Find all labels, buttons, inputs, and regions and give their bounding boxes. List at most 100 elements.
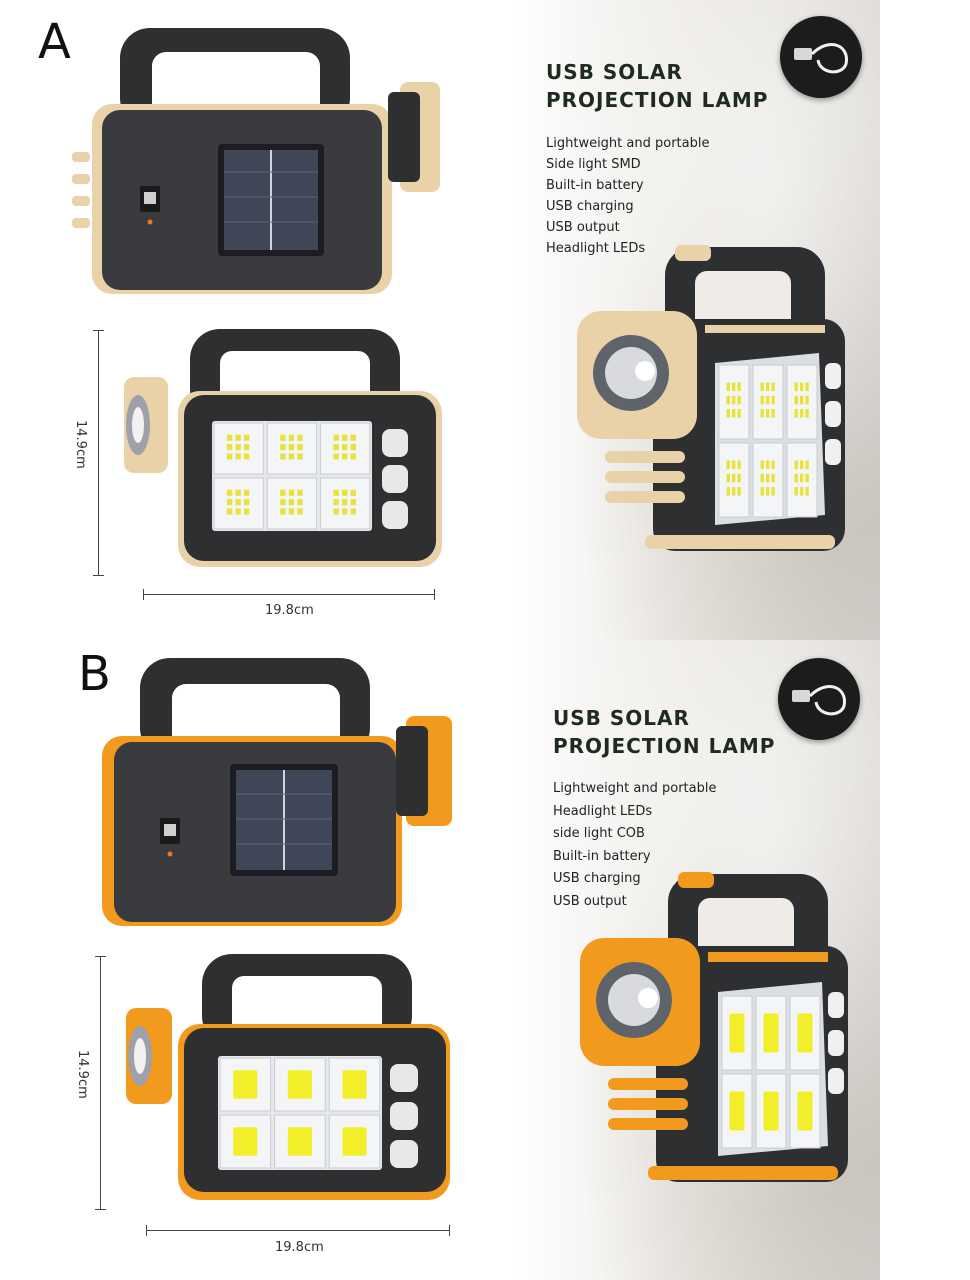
smd-chip — [226, 489, 233, 496]
smd-chip — [333, 508, 339, 515]
smd-chip — [243, 434, 250, 441]
smd-chip — [731, 409, 736, 418]
smd-chip — [288, 453, 295, 460]
smd-chip — [726, 409, 730, 418]
smd-chip — [805, 487, 809, 496]
smd-chip — [765, 395, 770, 405]
smd-chip — [731, 460, 736, 470]
smd-chip — [243, 444, 250, 451]
cob-chip — [342, 1070, 367, 1099]
smd-chip — [350, 444, 356, 451]
smd-chip — [288, 499, 295, 506]
cob-chip — [763, 1091, 779, 1131]
smd-chip — [226, 444, 233, 451]
lamp-front-image — [126, 954, 450, 1200]
dimension-tick — [143, 589, 144, 600]
height-dimension-label: 14.9cm — [75, 1050, 90, 1099]
dimension-tick — [93, 575, 104, 576]
smd-chip — [288, 444, 295, 451]
smd-chip — [771, 487, 775, 496]
feature-item: side light COB — [553, 826, 645, 841]
smd-chip — [794, 473, 798, 483]
smd-chip — [342, 434, 348, 441]
smd-chip — [280, 444, 286, 451]
feature-item: Headlight LEDs — [546, 241, 646, 256]
smd-chip — [342, 453, 348, 460]
smd-chip — [760, 460, 764, 470]
smd-chip — [280, 508, 286, 515]
smd-chip — [726, 460, 730, 470]
dimension-tick — [95, 956, 106, 957]
smd-chip — [280, 434, 286, 441]
product-headline: USB SOLAR PROJECTION LAMP — [546, 58, 768, 114]
height-dimension-line — [98, 330, 99, 576]
smd-chip — [342, 508, 348, 515]
smd-chip — [297, 489, 303, 496]
smd-chip — [771, 460, 775, 470]
usb-cable-icon — [778, 658, 860, 740]
feature-item: USB output — [546, 220, 620, 235]
smd-chip — [760, 409, 764, 418]
panel-label: B — [78, 646, 111, 702]
smd-chip — [342, 499, 348, 506]
feature-item: Headlight LEDs — [553, 803, 653, 819]
smd-chip — [805, 473, 809, 483]
smd-chip — [771, 395, 775, 405]
feature-item: USB charging — [553, 871, 641, 886]
smd-chip — [799, 473, 804, 483]
smd-chip — [226, 453, 233, 460]
smd-chip — [226, 508, 233, 515]
panel-a: A — [38, 0, 880, 640]
smd-chip — [737, 382, 741, 392]
width-dimension-label: 19.8cm — [265, 603, 314, 618]
usb-port-icon — [140, 186, 160, 225]
cob-chip — [763, 1013, 779, 1053]
smd-chip — [760, 487, 764, 496]
smd-chip — [226, 499, 233, 506]
smd-chip — [280, 453, 286, 460]
cob-chip — [233, 1070, 258, 1099]
smd-chip — [235, 453, 241, 460]
smd-chip — [731, 487, 736, 496]
smd-chip — [243, 499, 250, 506]
headlight-icon — [124, 377, 168, 473]
smd-chip — [280, 499, 286, 506]
dimension-tick — [449, 1225, 450, 1236]
smd-chip — [333, 499, 339, 506]
smd-chip — [350, 434, 356, 441]
smd-chip — [243, 453, 250, 460]
width-dimension-line — [146, 1230, 450, 1231]
smd-chip — [799, 460, 804, 470]
feature-list: Lightweight and portable Side light SMD … — [546, 133, 709, 259]
smd-chip — [771, 473, 775, 483]
smd-chip — [235, 499, 241, 506]
cob-chip — [797, 1013, 813, 1053]
smd-chip — [805, 409, 809, 418]
smd-chip — [799, 382, 804, 392]
smd-chip — [794, 382, 798, 392]
feature-item: Built-in battery — [553, 848, 651, 864]
feature-item: USB charging — [546, 199, 634, 214]
height-dimension-line — [100, 956, 101, 1210]
solar-panel-icon — [230, 764, 338, 876]
smd-chip — [235, 489, 241, 496]
smd-chip — [297, 434, 303, 441]
smd-chip — [737, 487, 741, 496]
headline-line-1: USB SOLAR — [546, 60, 683, 84]
lamp-solar-side-image — [72, 28, 440, 294]
headline-line-2: PROJECTION LAMP — [546, 88, 769, 112]
usb-port-icon — [160, 818, 180, 857]
smd-chip — [350, 453, 356, 460]
smd-chip — [235, 508, 241, 515]
cob-chip — [729, 1013, 745, 1053]
smd-chip — [333, 444, 339, 451]
smd-chip — [342, 444, 348, 451]
width-dimension-label: 19.8cm — [275, 1240, 324, 1255]
smd-chip — [726, 487, 730, 496]
feature-list: Lightweight and portable Headlight LEDs … — [553, 778, 716, 913]
smd-chip — [297, 499, 303, 506]
smd-chip — [794, 460, 798, 470]
smd-chip — [731, 395, 736, 405]
headline-line-2: PROJECTION LAMP — [553, 734, 776, 758]
smd-chip — [726, 382, 730, 392]
